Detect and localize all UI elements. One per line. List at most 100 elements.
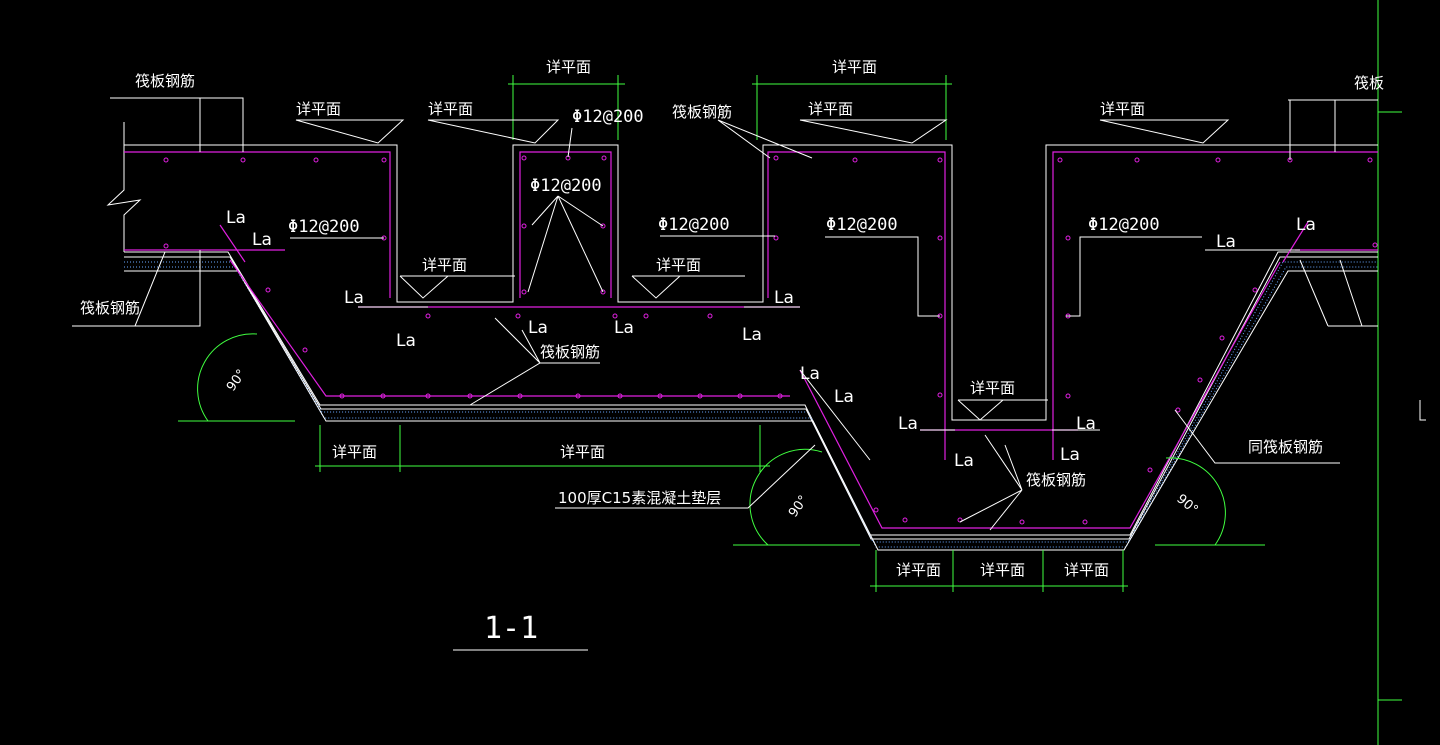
rebar-dot: [313, 157, 319, 163]
label-rebar-spec: Φ12@200: [530, 176, 602, 196]
rebar-dot: [600, 289, 606, 295]
rebar-dot: [707, 313, 713, 319]
label-detail-plan: 详平面: [808, 100, 853, 118]
rebar-dot: [777, 393, 783, 399]
rebar-dot: [657, 393, 663, 399]
rebar-dot: [902, 517, 908, 523]
rebar-dot: [937, 235, 943, 241]
label-raft-rebar: 筏板钢筋: [540, 343, 600, 361]
rebar-dot: [163, 243, 169, 249]
label-detail-plan: 详平面: [970, 379, 1015, 397]
label-detail-plan: 详平面: [546, 58, 591, 76]
rebar-dot: [937, 392, 943, 398]
label-anchor: La: [834, 387, 854, 407]
label-anchor: La: [898, 414, 918, 434]
leaders: [72, 97, 1378, 651]
rebar-dot: [1019, 519, 1025, 525]
rebar-dot: [339, 393, 345, 399]
label-same-raft-rebar: 同筏板钢筋: [1248, 438, 1323, 456]
label-anchor: La: [226, 208, 246, 228]
rebar-dot: [521, 289, 527, 295]
label-anchor: La: [774, 288, 794, 308]
rebar-dot: [163, 157, 169, 163]
label-detail-plan: 详平面: [656, 256, 701, 274]
rebar-dot: [600, 223, 606, 229]
rebar-dot: [1219, 335, 1225, 341]
rebar-dot: [773, 235, 779, 241]
label-anchor: La: [1216, 232, 1236, 252]
rebar-dot: [302, 347, 308, 353]
label-raft-rebar: 筏板钢筋: [80, 299, 140, 317]
label-anchor: La: [954, 451, 974, 471]
label-detail-plan: 详平面: [332, 443, 377, 461]
rebar-dot: [1065, 393, 1071, 399]
label-raft-rebar: 筏板钢筋: [1026, 471, 1086, 489]
label-cushion: 100厚C15素混凝土垫层: [558, 489, 721, 507]
rebar-dot: [643, 313, 649, 319]
rebar-dot-group: [163, 155, 1378, 525]
label-rebar-spec: Φ12@200: [1088, 215, 1160, 235]
label-detail-plan: 详平面: [296, 100, 341, 118]
label-section: 1-1: [484, 611, 538, 646]
dimension-lines: [178, 75, 1265, 592]
label-raft-rebar: 筏板钢筋: [135, 72, 195, 90]
text-labels: 筏板钢筋 筏板 筏板钢筋 筏板钢筋 筏板钢筋 筏板钢筋 同筏板钢筋 详平面 详平…: [80, 58, 1384, 646]
label-anchor: La: [1076, 414, 1096, 434]
label-anchor: La: [252, 230, 272, 250]
rebar-dot: [1082, 519, 1088, 525]
rebar-dot: [1372, 242, 1378, 248]
label-detail-plan: 详平面: [422, 256, 467, 274]
rebar-dot: [617, 393, 623, 399]
rebar-dot: [1147, 467, 1153, 473]
label-anchor: La: [528, 318, 548, 338]
rebar-dot: [425, 393, 431, 399]
rebar-dot: [1197, 377, 1203, 383]
rebar-dot: [1367, 157, 1373, 163]
label-raft-rebar: 筏板钢筋: [672, 103, 732, 121]
rebar-dot: [575, 393, 581, 399]
rebar-dot: [873, 507, 879, 513]
rebar-dot: [467, 393, 473, 399]
label-angle: 90°: [1173, 492, 1200, 518]
label-detail-plan: 详平面: [832, 58, 877, 76]
label-anchor: La: [742, 325, 762, 345]
label-rebar-spec: Φ12@200: [658, 215, 730, 235]
label-anchor: La: [344, 288, 364, 308]
rebar-dot: [240, 157, 246, 163]
rebar-dot: [1057, 157, 1063, 163]
label-detail-plan: 详平面: [980, 561, 1025, 579]
label-detail-plan: 详平面: [428, 100, 473, 118]
rebar-dot: [937, 157, 943, 163]
rebar-dot: [773, 155, 779, 161]
rebar-dot: [1065, 235, 1071, 241]
label-angle: 90°: [224, 367, 250, 394]
label-rebar-spec: Φ12@200: [826, 215, 898, 235]
rebar-dot: [517, 393, 523, 399]
label-detail-plan: 详平面: [1100, 100, 1145, 118]
label-rebar-spec: Φ12@200: [572, 107, 644, 127]
rebar-dot: [381, 157, 387, 163]
label-detail-plan: 详平面: [1064, 561, 1109, 579]
rebar-dot: [265, 287, 271, 293]
label-anchor: La: [1060, 445, 1080, 465]
label-angle: 90°: [786, 493, 812, 520]
rebar-dot: [521, 155, 527, 161]
rebar-dot: [1252, 287, 1258, 293]
label-detail-plan: 详平面: [896, 561, 941, 579]
label-detail-plan: 详平面: [560, 443, 605, 461]
rebar-dot: [697, 393, 703, 399]
label-anchor: La: [614, 318, 634, 338]
label-rebar-spec: Φ12@200: [288, 217, 360, 237]
rebar-dot: [425, 313, 431, 319]
rebar-dot: [1215, 157, 1221, 163]
rebar-dot: [601, 155, 607, 161]
rebar-dot: [852, 157, 858, 163]
rebar-dot: [521, 223, 527, 229]
rebar-dot: [737, 393, 743, 399]
label-raft-rebar-partial: 筏板: [1354, 74, 1384, 92]
rebar-dot: [612, 313, 618, 319]
label-anchor: La: [800, 364, 820, 384]
label-anchor: La: [396, 331, 416, 351]
rebar-dot: [515, 313, 521, 319]
